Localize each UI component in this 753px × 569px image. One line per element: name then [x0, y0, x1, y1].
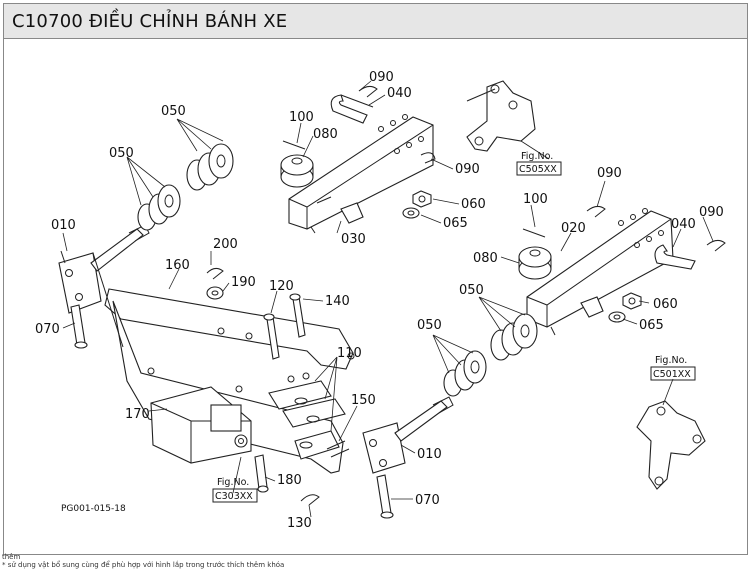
svg-text:Fig.No.: Fig.No. — [217, 477, 249, 488]
pin-right-100 — [522, 228, 546, 238]
u-pin-right-040 — [654, 244, 696, 270]
washer-left-065 — [402, 207, 420, 219]
label-050: 050 — [417, 318, 442, 333]
label-050: 050 — [161, 104, 186, 119]
adjust-plates-110 — [268, 380, 346, 460]
svg-text:C505XX: C505XX — [519, 164, 557, 175]
clip-left-090b — [420, 152, 436, 164]
label-060: 060 — [461, 197, 486, 212]
label-080: 080 — [313, 127, 338, 142]
clip-right-090a — [586, 205, 606, 218]
clip-left-090a — [358, 85, 378, 98]
label-090: 090 — [455, 162, 480, 177]
label-100: 100 — [289, 110, 314, 125]
footer-line-2: * sử dụng vật bổ sung cùng để phù hợp vớ… — [2, 561, 285, 569]
arrow-left — [60, 250, 66, 264]
bracket-c501 — [636, 400, 706, 490]
label-065: 065 — [639, 318, 664, 333]
title-bar: C10700 ĐIỀU CHỈNH BÁNH XE — [4, 4, 747, 39]
bolt-140 — [289, 293, 306, 338]
label-080: 080 — [473, 251, 498, 266]
label-180: 180 — [277, 473, 302, 488]
label-090: 090 — [597, 166, 622, 181]
label-110: 110 — [337, 346, 362, 361]
rollers-right-050 — [443, 313, 538, 397]
label-070: 070 — [415, 493, 440, 508]
label-160: 160 — [165, 258, 190, 273]
svg-text:Fig.No.: Fig.No. — [521, 151, 553, 162]
label-190: 190 — [231, 275, 256, 290]
u-pin-left-040 — [330, 94, 374, 124]
label-090: 090 — [369, 70, 394, 85]
fig-ref-c303: Fig.No. C303XX — [212, 477, 258, 503]
label-090: 090 — [699, 205, 724, 220]
label-050: 050 — [109, 146, 134, 161]
washer-190 — [206, 286, 224, 300]
wheel-shaft-left-010 — [58, 224, 150, 348]
label-200: 200 — [213, 237, 238, 252]
diagram-frame: C10700 ĐIỀU CHỈNH BÁNH XE — [3, 3, 748, 555]
svg-text:C501XX: C501XX — [653, 369, 691, 380]
arrow-right — [550, 326, 556, 336]
arrow-mid — [310, 226, 316, 234]
bolt-120 — [263, 313, 280, 360]
bolt-right-070 — [376, 474, 394, 519]
washer-right-065 — [608, 311, 626, 323]
label-140: 140 — [325, 294, 350, 309]
label-010: 010 — [417, 447, 442, 462]
rail-left-030 — [288, 114, 434, 230]
pin-left-100 — [282, 140, 306, 150]
page-title: C10700 ĐIỀU CHỈNH BÁNH XE — [12, 11, 288, 32]
footer-line-1: thêm — [2, 553, 21, 561]
label-050: 050 — [459, 283, 484, 298]
label-030: 030 — [341, 232, 366, 247]
label-070: 070 — [35, 322, 60, 337]
bracket-c505 — [466, 80, 536, 152]
drawing-code: PG001-015-18 — [61, 504, 126, 514]
label-150: 150 — [351, 393, 376, 408]
wheel-shaft-right-010 — [362, 396, 454, 474]
label-120: 120 — [269, 279, 294, 294]
parts-diagram: 090 040 100 080 050 050 090 060 065 030 … — [35, 70, 726, 531]
svg-text:C303XX: C303XX — [215, 491, 253, 502]
axle-tube-170 — [150, 386, 252, 464]
roller-left-080 — [280, 154, 314, 188]
nut-left-060 — [412, 190, 432, 208]
pin-180 — [254, 454, 269, 493]
label-040: 040 — [671, 217, 696, 232]
fig-ref-c501: Fig.No. C501XX — [650, 355, 696, 381]
bolt-left-070 — [70, 304, 88, 349]
clip-right-090b — [706, 239, 726, 252]
svg-text:Fig.No.: Fig.No. — [655, 355, 687, 366]
clip-130 — [300, 494, 320, 506]
leader-lines — [62, 80, 714, 518]
nut-right-060 — [622, 292, 642, 310]
label-170: 170 — [125, 407, 150, 422]
label-020: 020 — [561, 221, 586, 236]
pin-150 — [326, 440, 350, 458]
fig-ref-c505: Fig.No. C505XX — [516, 151, 562, 176]
rollers-left-050 — [137, 143, 234, 231]
label-010: 010 — [51, 218, 76, 233]
label-065: 065 — [443, 216, 468, 231]
label-100: 100 — [523, 192, 548, 207]
label-040: 040 — [387, 86, 412, 101]
clip-200 — [206, 267, 224, 280]
footer-note: thêm * sử dụng vật bổ sung cùng để phù h… — [2, 553, 284, 569]
roller-right-080 — [518, 246, 552, 280]
label-130: 130 — [287, 516, 312, 531]
label-060: 060 — [653, 297, 678, 312]
